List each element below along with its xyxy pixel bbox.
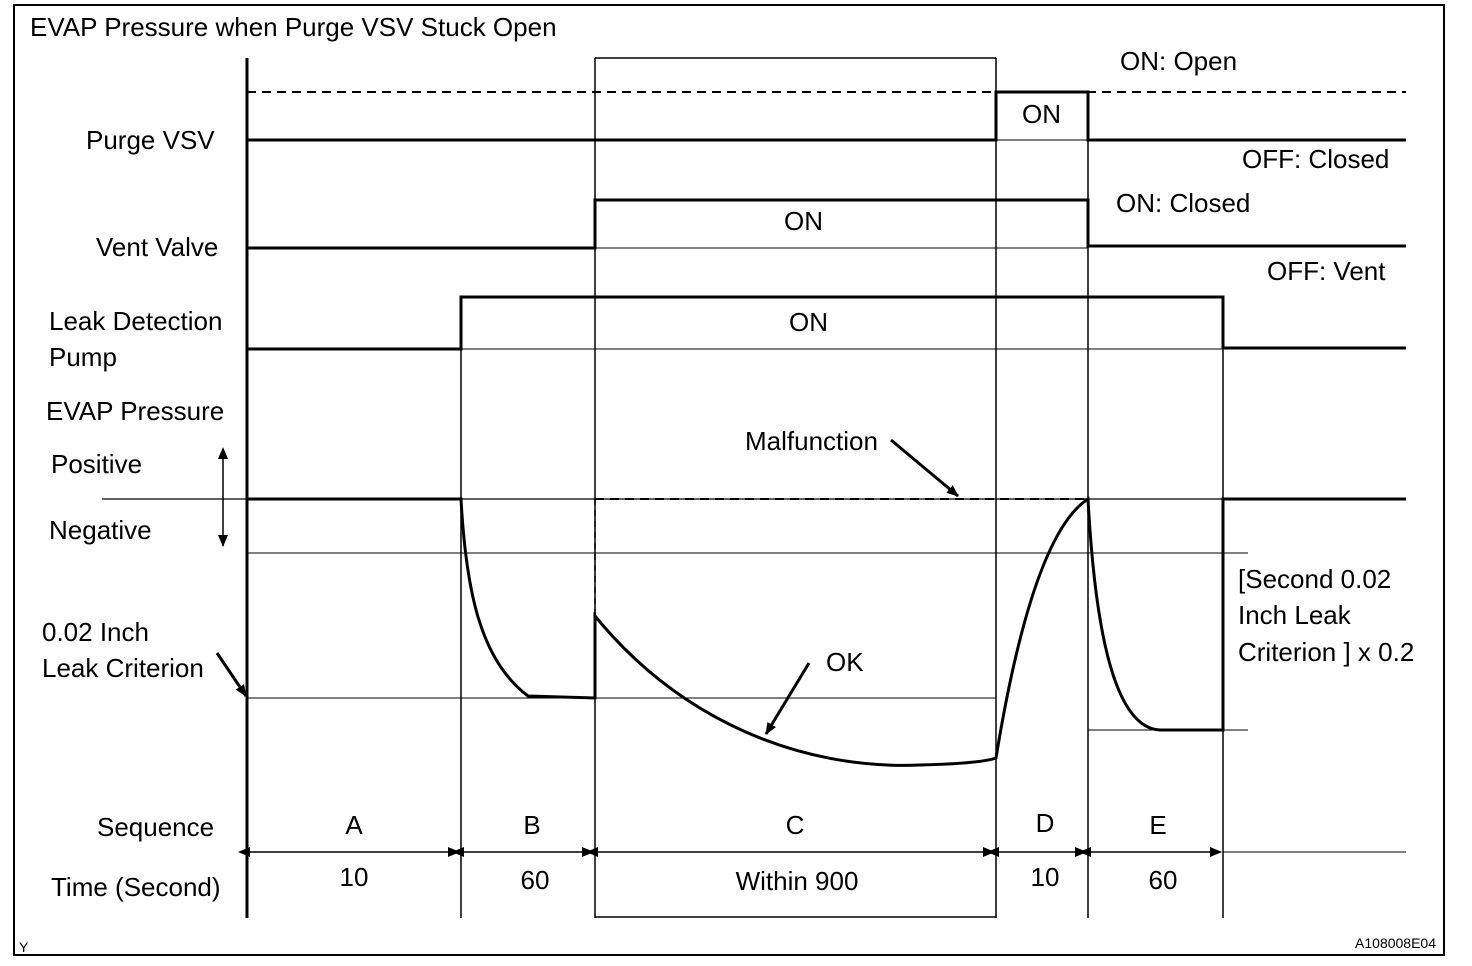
ok-arrow xyxy=(764,662,811,735)
phase-e-time: 60 xyxy=(1149,865,1178,895)
malfunction-label: Malfunction xyxy=(745,426,878,456)
positive-label: Positive xyxy=(51,449,142,479)
second-criterion-line2: Inch Leak xyxy=(1238,600,1352,630)
ok-label: OK xyxy=(826,647,864,677)
diagram-frame xyxy=(13,4,1445,956)
phase-b-time: 60 xyxy=(521,865,550,895)
figure-id: A108008E04 xyxy=(1355,935,1436,951)
leak-pump-label-line2: Pump xyxy=(49,342,117,372)
vent-valve-on-state: ON: Closed xyxy=(1116,188,1250,218)
vent-valve-row: Vent Valve ON ON: Closed OFF: Vent xyxy=(96,188,1406,286)
phase-d-id: D xyxy=(1036,808,1055,838)
purge-vsv-pulse-label: ON xyxy=(1022,99,1061,129)
phase-d-time: 10 xyxy=(1031,862,1060,892)
leak-pump-pulse-label: ON xyxy=(789,307,828,337)
leak-pump-row: Leak Detection Pump ON xyxy=(49,295,1406,372)
leak-pump-label-line1: Leak Detection xyxy=(49,306,222,336)
phase-b-id: B xyxy=(523,810,540,840)
sequence-section: Sequence Time (Second) A B C D E 10 60 W… xyxy=(51,808,1406,902)
time-label: Time (Second) xyxy=(51,872,221,902)
criterion-label-line1: 0.02 Inch xyxy=(42,617,149,647)
footer-left-mark: Y xyxy=(19,939,29,955)
second-criterion-line1: [Second 0.02 xyxy=(1238,564,1391,594)
criterion-label-line2: Leak Criterion xyxy=(42,653,204,683)
purge-vsv-signal xyxy=(247,90,1406,142)
malfunction-arrow xyxy=(890,438,959,498)
vent-valve-off-state: OFF: Vent xyxy=(1267,256,1386,286)
phase-c-time: Within 900 xyxy=(736,866,859,896)
vent-valve-pulse-label: ON xyxy=(784,206,823,236)
diagram-title: EVAP Pressure when Purge VSV Stuck Open xyxy=(30,12,557,42)
vent-valve-label: Vent Valve xyxy=(96,232,218,262)
phase-c-id: C xyxy=(786,810,805,840)
phase-a-id: A xyxy=(345,810,363,840)
leak-pump-signal xyxy=(247,295,1406,351)
purge-vsv-on-state: ON: Open xyxy=(1120,46,1237,76)
phase-e-id: E xyxy=(1149,810,1166,840)
purge-vsv-label: Purge VSV xyxy=(86,125,215,155)
negative-label: Negative xyxy=(49,515,152,545)
phase-a-time: 10 xyxy=(340,862,369,892)
phase-boundaries xyxy=(460,57,1224,918)
evap-pressure-trace xyxy=(247,496,1406,767)
second-criterion-line3: Criterion ] x 0.2 xyxy=(1238,637,1414,667)
vent-valve-signal xyxy=(247,198,1406,250)
evap-pressure-section: EVAP Pressure Positive Negative 0.02 Inc… xyxy=(42,396,1414,767)
purge-vsv-off-state: OFF: Closed xyxy=(1242,144,1389,174)
evap-pressure-label: EVAP Pressure xyxy=(46,396,224,426)
purge-vsv-row: Purge VSV ON ON: Open OFF: Closed xyxy=(86,46,1406,174)
criterion-pointer-arrow xyxy=(215,652,248,697)
sequence-label: Sequence xyxy=(97,812,214,842)
